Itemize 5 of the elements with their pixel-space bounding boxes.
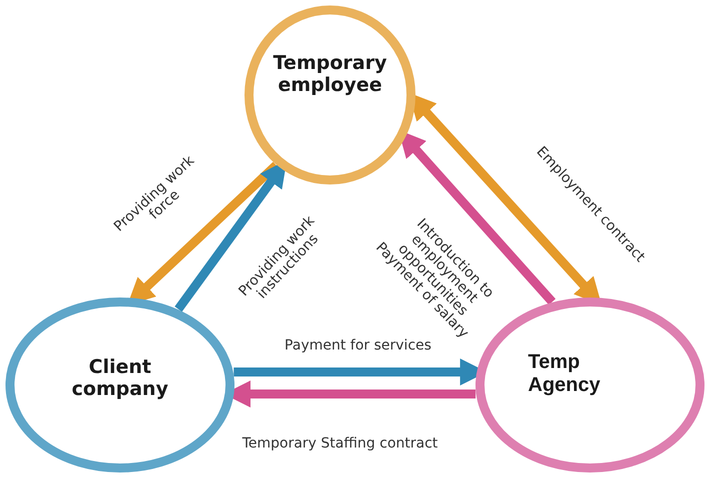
edge-label: Temporary Staffing contract	[241, 436, 439, 452]
node-label: Client company	[70, 357, 170, 401]
node-label: Temporary employee	[272, 53, 388, 97]
node-label: Temp Agency	[528, 351, 602, 397]
edge-label: Payment for services	[284, 338, 432, 354]
